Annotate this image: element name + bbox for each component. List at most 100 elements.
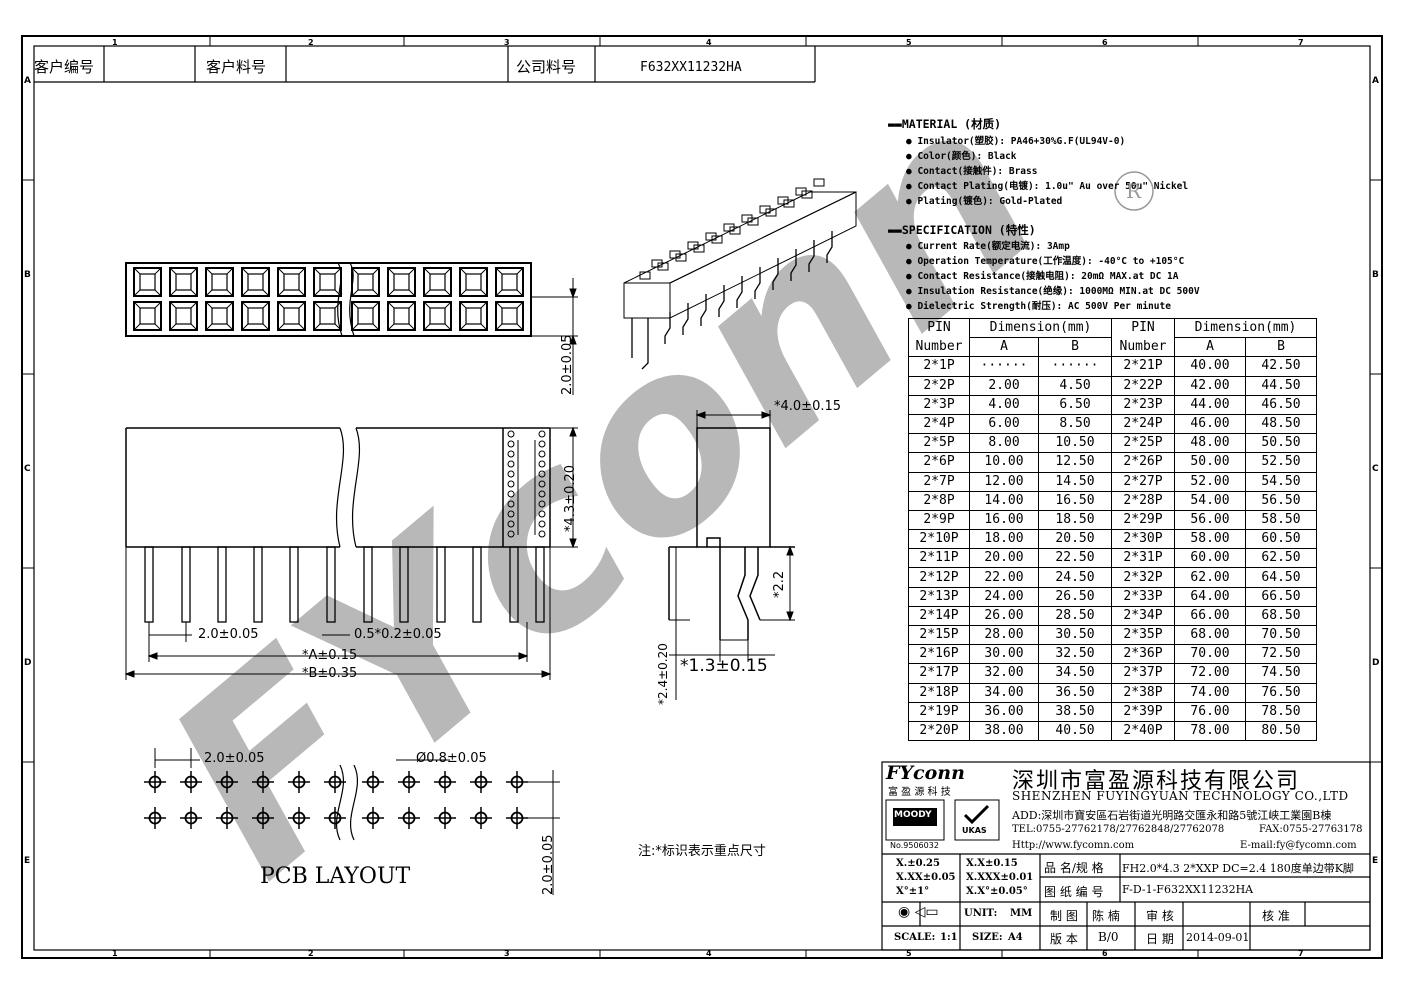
spec-line: ● Contact Plating(电镀): 1.0u" Au over 50u… (906, 181, 1189, 192)
table-cell: 40.00 (1174, 356, 1246, 377)
company-name-cn: 深圳市富盈源科技有限公司 (1012, 769, 1301, 794)
table-cell: 2*28P (1111, 490, 1175, 511)
inner-border (33, 45, 1371, 951)
registered-mark-circle (1114, 171, 1154, 211)
dim-side-13: *1.3±0.15 (680, 656, 768, 676)
table-cell: 76.00 (1174, 701, 1246, 722)
col-mark: 1 (112, 38, 118, 47)
dim-line-top-height (531, 278, 578, 395)
table-cell: 38.00 (969, 720, 1039, 742)
table-cell: 2*9P (908, 509, 970, 531)
scale-value: 1:1 (940, 932, 958, 943)
table-cell: 60.50 (1245, 529, 1317, 550)
table-cell: 30.00 (969, 644, 1039, 665)
table-cell: 72.00 (1174, 663, 1246, 684)
pin (217, 546, 227, 623)
contact-cavity (205, 301, 234, 331)
contact-cavity-inner (247, 307, 264, 325)
drawn-label: 制 图 (1050, 909, 1078, 923)
table-cell: 2*26P (1111, 452, 1175, 473)
cert-moody: MOODY (894, 810, 932, 820)
table-cell: 72.50 (1245, 644, 1317, 665)
table-cell: 18.00 (969, 529, 1039, 550)
table-cell: 78.50 (1245, 701, 1317, 722)
table-cell: 12.50 (1038, 452, 1112, 473)
th-b-left: B (1038, 337, 1112, 358)
th-b-right: B (1245, 337, 1317, 358)
connector-top-view (125, 262, 532, 337)
material-title-text: MATERIAL (材质) (901, 117, 1002, 131)
table-cell: 42.00 (1174, 375, 1246, 396)
table-cell: 2*25P (1111, 433, 1175, 454)
tol-3: X.XX±0.05 (896, 872, 956, 883)
table-cell: 14.50 (1038, 471, 1112, 492)
company-web[interactable]: Http://www.fycomn.com (1012, 840, 1135, 851)
company-part-value[interactable]: F632XX11232HA (640, 60, 742, 75)
col-mark: 4 (706, 38, 712, 47)
spec-line: ● Contact Resistance(接触电阻): 20mΩ MAX.at … (906, 271, 1179, 282)
contact-cavity-inner (501, 307, 518, 325)
table-cell: 58.00 (1174, 529, 1246, 550)
pin (289, 546, 299, 623)
row-mark: E (1372, 856, 1379, 866)
dim-b: *B±0.35 (302, 666, 358, 681)
th-number-right: Number (1111, 337, 1175, 358)
pin (472, 546, 482, 623)
table-cell: 6.50 (1038, 394, 1112, 415)
table-cell: 58.50 (1245, 509, 1317, 531)
outer-border (21, 35, 1383, 959)
table-cell: 62.50 (1245, 548, 1317, 569)
table-cell: 52.00 (1174, 471, 1246, 492)
table-cell: 44.00 (1174, 394, 1246, 415)
table-cell: 50.50 (1245, 433, 1317, 454)
table-cell: 32.50 (1038, 644, 1112, 665)
contact-cavity-inner (139, 307, 156, 325)
connector-side-view (668, 427, 795, 641)
table-cell: 54.00 (1174, 490, 1246, 511)
col-mark: 7 (1298, 949, 1304, 958)
table-cell: 2*34P (1111, 605, 1175, 627)
contact-cavity-inner (357, 273, 374, 291)
dim-pcb-hole: Ø0.8±0.05 (416, 751, 487, 766)
row-mark: A (24, 76, 31, 86)
contact-cavity-inner (175, 273, 192, 291)
dimension-table: PIN Dimension(mm) PIN Dimension(mm) Numb… (908, 317, 1317, 742)
table-cell: 2*24P (1111, 413, 1175, 435)
table-cell: 2*12P (908, 567, 970, 588)
note-text: 注:*标识表示重点尺寸 (638, 844, 766, 859)
projection-icon: ◉ ◁▭ (898, 904, 939, 920)
check-label: 审 核 (1146, 909, 1174, 923)
table-cell: 28.50 (1038, 605, 1112, 627)
contact-cavity-inner (211, 307, 228, 325)
table-cell: 2*38P (1111, 682, 1175, 703)
table-cell: 10.50 (1038, 433, 1112, 454)
pin (326, 546, 336, 623)
company-email[interactable]: E-mail:fy@fycomn.com (1240, 840, 1357, 851)
tol-6: X.X°±0.05° (966, 886, 1028, 897)
table-cell: 2.00 (969, 375, 1039, 396)
table-cell: 12.00 (969, 471, 1039, 492)
table-cell: 2*3P (908, 394, 970, 415)
dim-side-22: *2.2 (772, 570, 787, 598)
table-cell: 26.00 (969, 605, 1039, 627)
table-cell: 66.00 (1174, 605, 1246, 627)
contact-cavity (313, 301, 342, 331)
dim-side-24: *2.4±0.20 (656, 643, 670, 705)
table-cell: 26.50 (1038, 586, 1112, 607)
table-cell: 22.50 (1038, 548, 1112, 569)
pin (399, 546, 409, 623)
table-cell: 2*36P (1111, 644, 1175, 665)
table-cell: 56.00 (1174, 509, 1246, 531)
table-cell: 2*39P (1111, 701, 1175, 722)
company-name-en: SHENZHEN FUYINGYUAN TECHNOLOGY CO.,LTD (1012, 789, 1349, 803)
table-cell: 46.50 (1245, 394, 1317, 415)
table-cell: 2*7P (908, 471, 970, 492)
company-tel: TEL:0755-27762178/27762848/27762078 (1012, 824, 1225, 835)
table-cell: 2*16P (908, 644, 970, 665)
table-cell: 76.50 (1245, 682, 1317, 703)
contact-cavity (169, 267, 198, 297)
spec-title: ▬▬SPECIFICATION (特性) (888, 223, 1036, 237)
